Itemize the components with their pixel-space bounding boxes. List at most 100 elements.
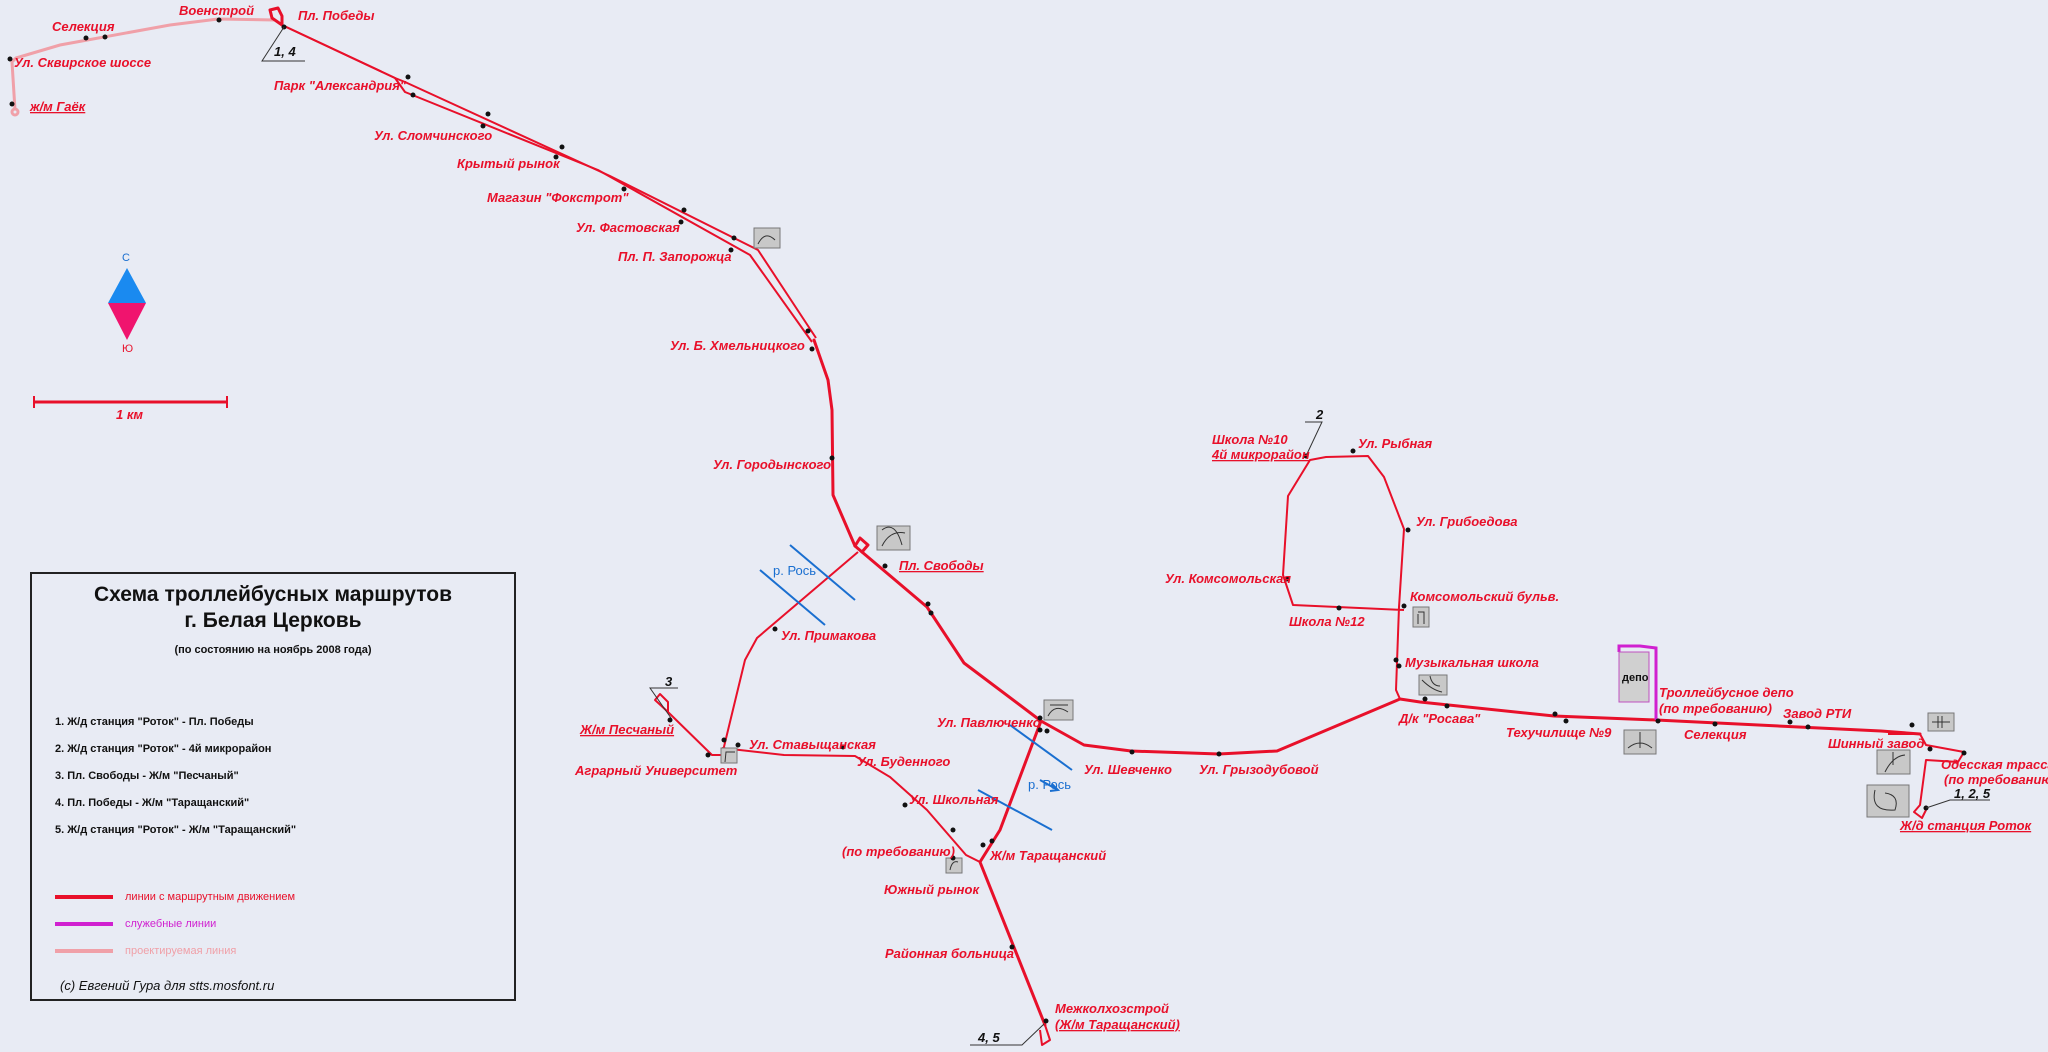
stop-label: Ул. Сквирское шоссе <box>14 55 151 70</box>
stop-label: Ул. Городынского <box>713 457 831 472</box>
route-line-north-b <box>281 24 817 339</box>
junction-diagram-icon <box>720 747 738 764</box>
pobedy-loop <box>268 6 284 27</box>
stop-label: Завод РТИ <box>1783 706 1852 721</box>
stop-labels: Селекция Военстрой Пл. Победы Ул. Сквирс… <box>14 3 2048 1032</box>
stop-label: Парк "Александрия" <box>274 78 407 93</box>
svg-text:4, 5: 4, 5 <box>977 1030 1000 1045</box>
route-line-north-a <box>281 24 813 343</box>
key-planned-line: проектируемая линия <box>55 937 514 964</box>
junction-diagram-icon <box>1876 749 1911 775</box>
stop-label: Крытый рынок <box>457 156 561 171</box>
route-line-peschany <box>667 551 859 756</box>
stop-label: Ул. Павлюченко <box>937 715 1041 730</box>
stop-label: Пл. Победы <box>298 8 375 23</box>
callout-mikro4: 2 <box>1305 407 1324 457</box>
svg-text:1, 2, 5: 1, 2, 5 <box>1954 786 1991 801</box>
route-line-budennogo <box>721 747 981 863</box>
junction-diagram-icon <box>1412 606 1430 628</box>
river-flow-arrow <box>1039 779 1061 792</box>
route-item: 5. Ж/д станция "Роток" - Ж/м "Таращански… <box>55 824 297 836</box>
stop-label: Ул. Буденного <box>857 754 950 769</box>
route-line-rotok <box>1888 733 1965 819</box>
stop-label: Магазин "Фокстрот" <box>487 190 629 205</box>
callout-pobedy: 1, 4 <box>261 26 305 62</box>
stop-label: Ул. Грибоедова <box>1416 514 1517 529</box>
taraschansky-loop <box>1039 1024 1051 1046</box>
route-item: 1. Ж/д станция "Роток" - Пл. Победы <box>55 716 254 728</box>
junction-diagram-icon <box>1623 729 1657 755</box>
route-line-mikro4-loop <box>1282 455 1405 700</box>
key-route-lines: линии с маршрутным движением <box>55 883 514 910</box>
terminal-label: Пл. Свободы <box>899 558 984 573</box>
svg-text:1, 4: 1, 4 <box>274 44 296 59</box>
copyright: (c) Евгений Гура для stts.mosfont.ru <box>60 978 275 993</box>
stop-label: Ул. Примакова <box>781 628 876 643</box>
route-line-taraschansky <box>978 719 1047 1027</box>
stop-label: Ул. Фастовская <box>576 220 680 235</box>
stop-label: Селекция <box>1684 727 1747 742</box>
callout-peschany: 3 <box>649 674 678 719</box>
route-item: 4. Пл. Победы - Ж/м "Таращанский" <box>55 797 250 809</box>
stop-label: Техучилище №9 <box>1506 725 1612 740</box>
svg-text:3: 3 <box>665 674 673 689</box>
route-line-east <box>860 550 1922 756</box>
river-label-2: р. Рось <box>1028 777 1071 792</box>
terminal-label: Ж/д станция Роток <box>1899 818 2033 833</box>
callout-taraschansky: 4, 5 <box>970 1023 1045 1046</box>
stop-label: Военстрой <box>179 3 254 18</box>
stop-label: (по требованию) <box>1659 701 1772 716</box>
stop-label: Троллейбусное депо <box>1659 685 1794 700</box>
stop-label: Районная больница <box>885 946 1014 961</box>
map-subtitle: (по состоянию на ноябрь 2008 года) <box>174 644 372 656</box>
stop-label: Д/к "Росава" <box>1398 711 1481 726</box>
junction-diagram-icon <box>1927 712 1955 732</box>
service-line-depot <box>1617 644 1658 720</box>
svobody-loop <box>853 536 870 554</box>
junction-diagram-icon <box>753 227 781 249</box>
route-line-trunk <box>812 338 857 548</box>
stop-label: Ул. Грызодубовой <box>1199 762 1319 777</box>
stop-label: Селекция <box>52 19 115 34</box>
river-label-1: р. Рось <box>773 563 816 578</box>
stop-label: Ул. Комсомольская <box>1165 571 1291 586</box>
terminal-label: 4й микрорайон <box>1211 447 1310 462</box>
scale-bar: 1 км <box>33 396 228 422</box>
line-type-key: линии с маршрутным движением служебные л… <box>55 883 514 964</box>
route-list: 1. Ж/д станция "Роток" - Пл. Победы 2. Ж… <box>55 716 514 851</box>
stop-label: Школа №10 <box>1212 432 1288 447</box>
terminal-label: Ж/м Песчаный <box>579 722 674 737</box>
terminal-label: ж/м Гаёк <box>29 99 87 114</box>
junction-diagram-icon <box>1043 699 1074 721</box>
route-item: 3. Пл. Свободы - Ж/м "Песчаный" <box>55 770 239 782</box>
stop-label: Ул. Ставыщанская <box>749 737 876 752</box>
stop-label: Ул. Б. Хмельницкого <box>670 338 805 353</box>
terminal-label: (Ж/м Таращанский) <box>1055 1017 1180 1032</box>
stop-label: Школа №12 <box>1289 614 1365 629</box>
peschany-loop <box>654 693 669 713</box>
stop-label: Пл. П. Запорожца <box>618 249 731 264</box>
junction-diagram-icon <box>1418 674 1448 696</box>
stop-label: Ж/м Таращанский <box>989 848 1106 863</box>
svg-text:Ю: Ю <box>122 343 133 355</box>
junction-diagram-icon <box>1866 784 1910 818</box>
stop-label: Южный рынок <box>884 882 980 897</box>
junction-diagram-icon <box>876 525 911 551</box>
stop-label: Ул. Шевченко <box>1084 762 1172 777</box>
river-ros <box>759 544 1073 831</box>
svg-text:1 км: 1 км <box>116 407 143 422</box>
stop-markers <box>7 17 1967 1024</box>
gayok-loop <box>10 107 20 117</box>
stop-label: Одесская трасса <box>1941 757 2048 772</box>
stop-label: Комсомольский бульв. <box>1410 589 1559 604</box>
stop-label: Шинный завод <box>1828 736 1924 751</box>
stop-label: Ул. Школьная <box>909 792 999 807</box>
svg-text:2: 2 <box>1315 407 1324 422</box>
depot-label: депо <box>1622 672 1649 684</box>
key-service-lines: служебные линии <box>55 910 514 937</box>
stop-label: Ул. Сломчинского <box>374 128 492 143</box>
stop-label: Ул. Рыбная <box>1358 436 1433 451</box>
